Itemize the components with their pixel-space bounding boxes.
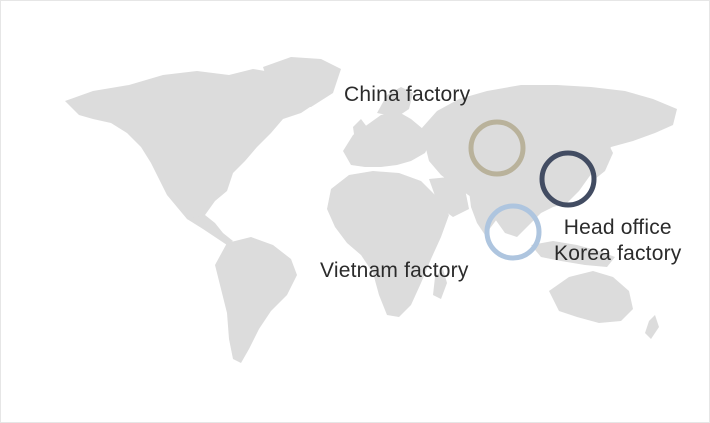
madagascar-landmass [433, 269, 447, 299]
india-landmass [469, 189, 505, 235]
korea-head-office-marker [539, 150, 597, 208]
china-factory-marker [468, 119, 526, 177]
greenland-landmass [263, 57, 341, 107]
head-office-text: Head office [563, 216, 672, 239]
central-america-landmass [187, 215, 233, 245]
europe-landmass [343, 111, 431, 167]
indonesia-landmass [531, 241, 615, 267]
vietnam-factory-marker [484, 203, 542, 261]
africa-landmass [327, 171, 449, 317]
korea-factory-text: Korea factory [554, 242, 682, 265]
australia-landmass [549, 271, 633, 323]
vietnam-factory-label: Vietnam factory [320, 259, 469, 282]
uk-landmass [353, 119, 367, 141]
new-zealand-landmass [645, 315, 659, 339]
south-america-landmass [215, 237, 297, 363]
japan-landmass [591, 141, 613, 179]
korea-head-office-label: Head office Korea factory [554, 215, 682, 267]
china-factory-label: China factory [344, 83, 471, 106]
scandinavia-landmass [377, 87, 413, 117]
north-america-landmass [65, 63, 331, 223]
